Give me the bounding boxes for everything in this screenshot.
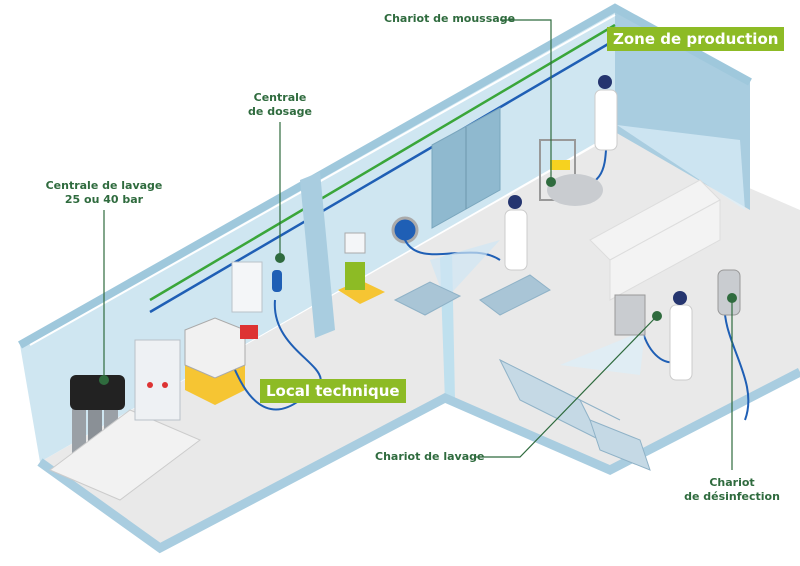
green-pipe bbox=[149, 23, 616, 302]
label-chariot-moussage: Chariot de moussage bbox=[384, 12, 516, 25]
machines bbox=[589, 179, 721, 301]
blue-pipe bbox=[149, 38, 616, 314]
wall-top-edge bbox=[18, 3, 752, 349]
chariot-de-lavage bbox=[614, 294, 646, 336]
marker-dot bbox=[546, 177, 556, 187]
partition-wall-1 bbox=[300, 172, 335, 338]
spray bbox=[430, 240, 500, 300]
label-local-technique: Local technique bbox=[260, 379, 406, 403]
label-zone-production: Zone de production bbox=[607, 27, 785, 51]
marker-dot bbox=[99, 375, 109, 385]
label-line: 25 ou 40 bar bbox=[64, 193, 144, 206]
marker-dot bbox=[275, 253, 285, 263]
storage-tank bbox=[184, 317, 246, 405]
marker-dot bbox=[727, 293, 737, 303]
label-centrale-lavage: Centrale de lavage 25 ou 40 bar bbox=[44, 179, 164, 207]
label-chariot-lavage: Chariot de lavage bbox=[375, 450, 485, 463]
label-line: de désinfection bbox=[684, 490, 780, 503]
spray bbox=[560, 330, 645, 375]
chariot-de-desinfection bbox=[717, 269, 741, 316]
label-chariot-desinfection: Chariot de désinfection bbox=[682, 476, 782, 504]
table bbox=[393, 274, 651, 471]
label-line: Centrale bbox=[253, 91, 307, 104]
label-line: de dosage bbox=[248, 105, 312, 118]
label-line: Centrale de lavage bbox=[45, 179, 163, 192]
leader-chariot-moussage bbox=[500, 19, 552, 180]
worker bbox=[594, 75, 618, 151]
hose bbox=[404, 239, 501, 261]
label-line: Chariot bbox=[709, 476, 755, 489]
chemical-container bbox=[345, 262, 365, 290]
chariot-de-moussage bbox=[539, 139, 603, 206]
worker bbox=[669, 291, 693, 381]
centrale-de-dosage bbox=[231, 261, 282, 339]
hose-reel bbox=[391, 216, 419, 244]
marker-dot bbox=[652, 311, 662, 321]
leader-chariot-lavage bbox=[474, 315, 658, 458]
label-centrale-dosage: Centrale de dosage bbox=[240, 91, 320, 119]
worker bbox=[504, 195, 528, 271]
front-wall-edge bbox=[37, 368, 800, 554]
centrale-de-lavage bbox=[49, 339, 201, 501]
wall-cabinet bbox=[344, 232, 366, 254]
spray bbox=[617, 125, 745, 210]
